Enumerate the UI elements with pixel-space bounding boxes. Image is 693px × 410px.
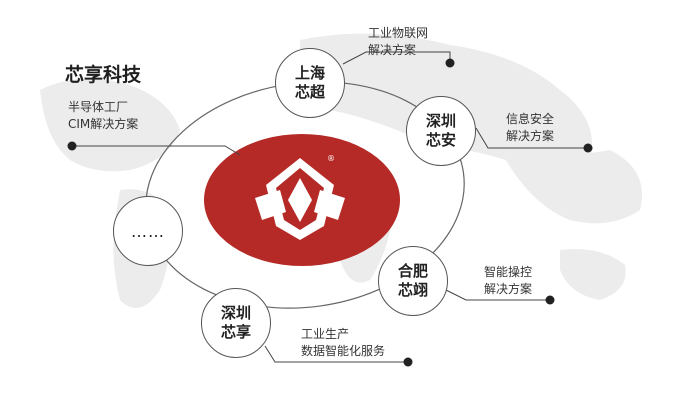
label-info-security: 信息安全 解决方案: [506, 111, 554, 145]
node-hefei-xinyi: 合肥 芯翊: [378, 246, 448, 316]
label-production-data: 工业生产 数据智能化服务: [301, 326, 385, 360]
label-line: 数据智能化服务: [301, 344, 386, 358]
node-line: 芯享: [220, 323, 251, 341]
node-line: 芯安: [425, 131, 456, 149]
node-shenzhen-xinxiang: 深圳 芯享: [201, 288, 271, 358]
registered-mark: ®: [327, 154, 335, 163]
node-shenzhen-xinan: 深圳 芯安: [406, 96, 476, 166]
label-smart-control: 智能操控 解决方案: [484, 264, 532, 298]
node-line: 芯超: [294, 83, 325, 101]
label-line: 智能操控: [484, 265, 533, 279]
node-line: 上海: [294, 64, 325, 82]
node-more: ……: [113, 196, 183, 266]
node-line: 芯翊: [397, 281, 428, 299]
label-line: 解决方案: [368, 43, 417, 57]
node-line: 深圳: [425, 112, 456, 130]
label-line: 解决方案: [506, 129, 555, 143]
logo-icon: [255, 158, 345, 240]
label-line: 半导体工厂: [68, 100, 129, 114]
label-line: 工业生产: [301, 327, 350, 341]
label-line: 工业物联网: [368, 26, 429, 40]
company-title: 芯享科技: [65, 64, 142, 86]
node-shanghai-xinchao: 上海 芯超: [275, 48, 345, 118]
connector-lines: [72, 51, 588, 363]
ellipsis-text: ……: [131, 221, 165, 241]
label-line: CIM解决方案: [68, 117, 139, 131]
node-line: 深圳: [220, 304, 251, 322]
label-line: 信息安全: [506, 112, 555, 126]
label-line: 解决方案: [484, 282, 533, 296]
label-semiconductor-cim: 半导体工厂 CIM解决方案: [68, 99, 138, 133]
label-industrial-iot: 工业物联网 解决方案: [368, 25, 428, 59]
node-line: 合肥: [397, 262, 428, 280]
connector-endpoints: [67, 58, 593, 367]
